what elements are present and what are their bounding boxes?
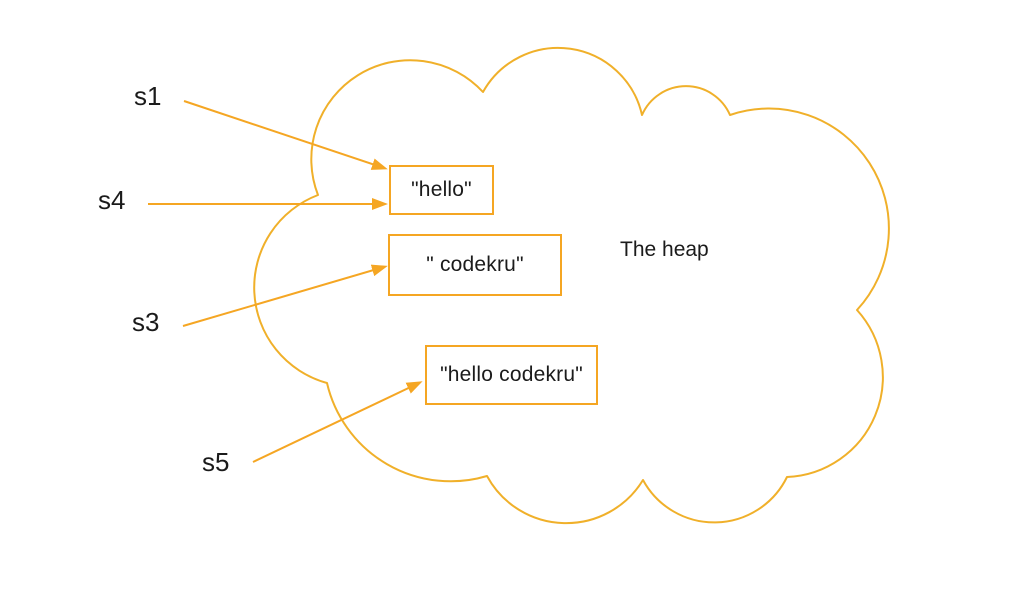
- heap-title: The heap: [620, 238, 709, 261]
- heap-object-value: " codekru": [426, 253, 524, 276]
- heap-object-codekru: " codekru": [388, 234, 562, 296]
- heap-object-hello-codekru: "hello codekru": [425, 345, 598, 405]
- heap-object-hello: "hello": [389, 165, 494, 215]
- reference-label-s1: s1: [134, 81, 162, 111]
- arrow-s3: [182, 264, 388, 327]
- reference-label-s5: s5: [202, 447, 230, 477]
- reference-label-s3: s3: [132, 307, 160, 337]
- arrow-s1: [183, 100, 388, 170]
- reference-label-s4: s4: [98, 185, 126, 215]
- heap-object-value: "hello": [411, 178, 472, 201]
- heap-cloud-outline: [253, 46, 890, 525]
- heap-object-value: "hello codekru": [440, 363, 583, 386]
- arrow-s5: [252, 381, 423, 463]
